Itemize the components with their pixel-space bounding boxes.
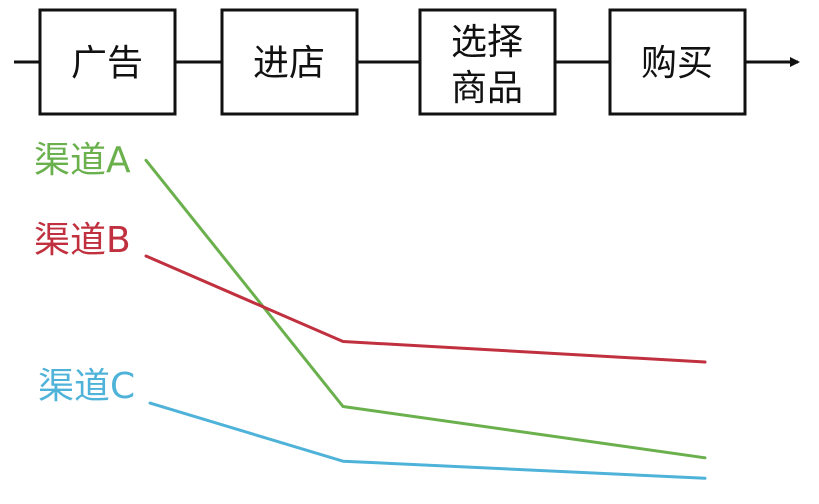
channel-c-line [148,401,707,480]
stage-label-purchase: 购买 [641,43,713,84]
stage-box-enter-store: 进店 [220,8,359,116]
channel-a-line [144,158,707,460]
stage-box-choose-product: 选择 商品 [418,8,557,116]
channel-a-label: 渠道A [34,140,131,181]
stage-label-choose-line1: 选择 [451,22,523,63]
channel-lines [144,158,707,480]
channel-b-label: 渠道B [34,220,131,261]
channel-b-line [144,254,707,364]
stage-label-ad: 广告 [71,43,143,84]
stage-box-ad: 广告 [38,8,177,116]
stage-label-choose-line2: 商品 [451,68,523,109]
channel-c-label: 渠道C [38,366,135,407]
stage-box-purchase: 购买 [608,8,747,116]
stage-label-enter-store: 进店 [253,43,325,84]
